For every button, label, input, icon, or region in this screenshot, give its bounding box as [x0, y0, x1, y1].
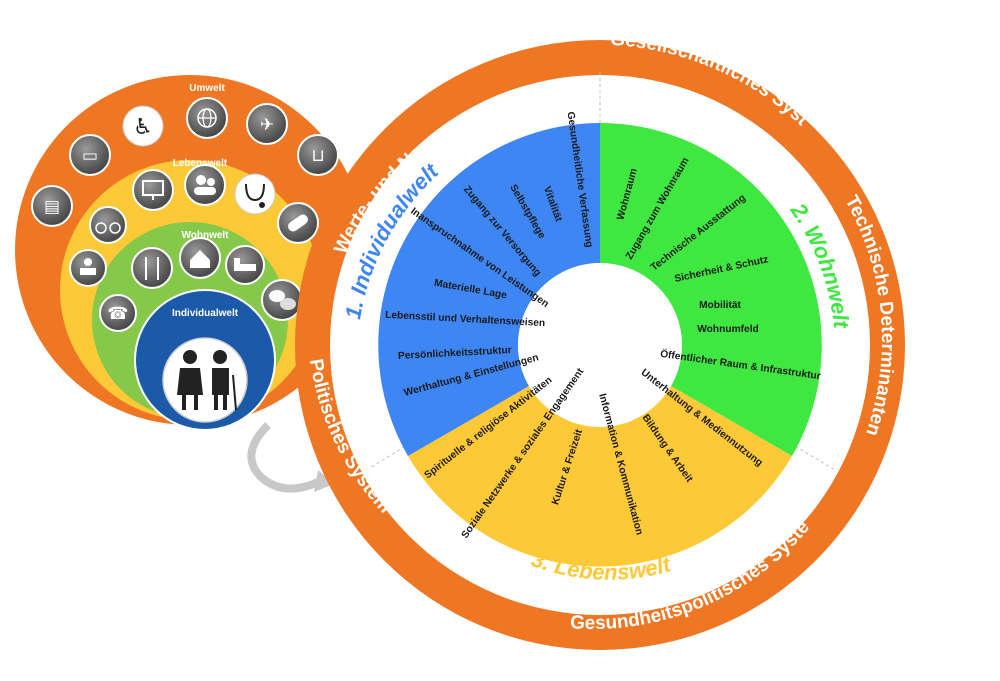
wheelchair-icon: ♿ — [122, 105, 164, 147]
lebenswelt-sector — [408, 386, 792, 567]
shopping-cart-icon: ⊔ — [297, 134, 339, 176]
people-icon — [184, 164, 226, 206]
bed-icon — [225, 245, 265, 285]
svg-text:⊔: ⊔ — [311, 146, 324, 166]
telephone-icon: ☎ — [99, 294, 137, 332]
svg-text:✈: ✈ — [260, 115, 274, 135]
main-wheel — [295, 40, 905, 650]
document-icon: ▤ — [31, 185, 73, 227]
elderly-couple-icon — [162, 337, 248, 423]
umwelt-label: Umwelt — [189, 83, 225, 94]
bird-icon: ✈ — [246, 103, 288, 145]
left-nested-diagram: Umwelt Lebenswelt Wohnwelt Individualwel… — [15, 75, 365, 431]
bicycle-icon — [89, 206, 127, 244]
item-wohnumfeld: Wohnumfeld — [697, 324, 759, 335]
house-icon — [179, 237, 221, 279]
pill-icon — [277, 202, 319, 244]
svg-text:▤: ▤ — [44, 197, 60, 217]
cutlery-icon — [131, 247, 173, 289]
globe-icon — [186, 97, 228, 139]
speech-bubbles-icon — [261, 279, 303, 321]
wheel-hub — [518, 263, 682, 427]
individualwelt-sector — [378, 123, 600, 456]
svg-text:☎: ☎ — [107, 304, 128, 324]
item-mobilitaet: Mobilität — [699, 300, 741, 311]
connector-arrow-head — [314, 470, 334, 492]
lebenswelt-label: Lebenswelt — [173, 158, 228, 169]
wohnwelt-label: Wohnwelt — [181, 230, 229, 241]
individualwelt-label: Individualwelt — [172, 308, 239, 319]
bus-icon: ▭ — [69, 134, 111, 176]
wohnwelt-sector — [600, 123, 822, 456]
separator-right — [784, 439, 836, 471]
svg-text:▭: ▭ — [82, 146, 98, 166]
connector-arrow — [247, 422, 320, 493]
computer-icon — [132, 169, 174, 211]
stethoscope-icon — [234, 173, 276, 215]
svg-text:♿: ♿ — [133, 115, 153, 140]
reading-person-icon — [69, 249, 107, 287]
